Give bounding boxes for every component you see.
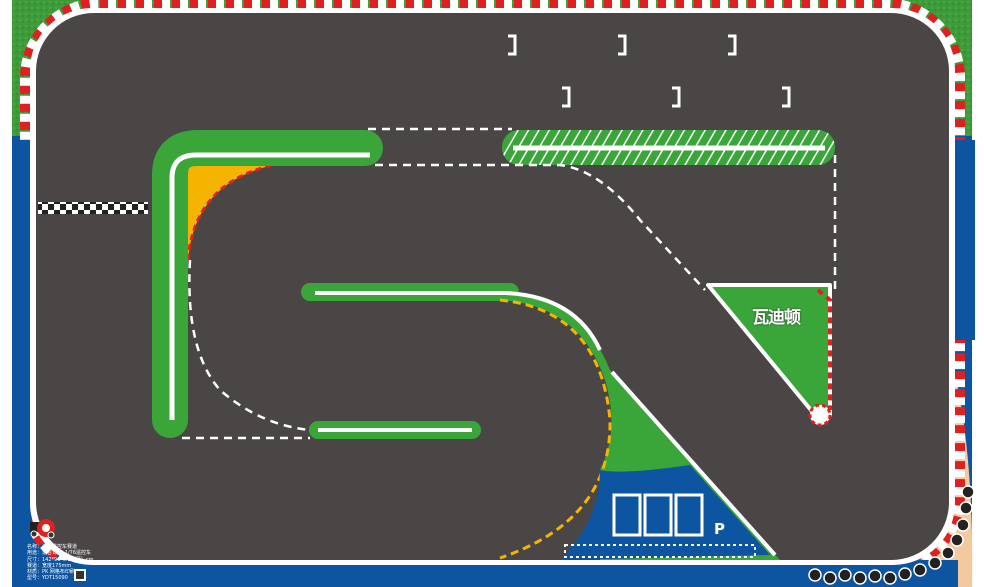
- tire-stack: [808, 485, 975, 585]
- lane-markings: [182, 127, 837, 440]
- yellow-runoff: [180, 162, 290, 260]
- info-line: 尺寸：142*90*0.3（厚）cm: [27, 556, 94, 563]
- info-line: 名称：迷你遥控车赛道: [27, 544, 78, 550]
- starting-grid: [508, 34, 791, 108]
- parking-label: P: [714, 520, 725, 538]
- info-line: 材质：PK 网格布印刷: [27, 569, 75, 576]
- yellow-dashed-curve: [499, 298, 612, 560]
- product-info: 名称：迷你遥控车赛道 用途：适合1/64,1/76遥控车 尺寸：142*90*0…: [27, 544, 93, 582]
- finish-line: [38, 202, 148, 214]
- parking-spots: [612, 493, 704, 537]
- info-line: 用途：适合1/64,1/76遥控车: [27, 550, 92, 557]
- brand-logo-icon: [30, 519, 55, 539]
- brand-logo-text: 瓦迪顿: [752, 308, 801, 328]
- info-line: 赛道：宽度175mm: [27, 562, 72, 569]
- info-line: 型号：YDT15090: [27, 575, 68, 582]
- crosswalk: [564, 544, 756, 558]
